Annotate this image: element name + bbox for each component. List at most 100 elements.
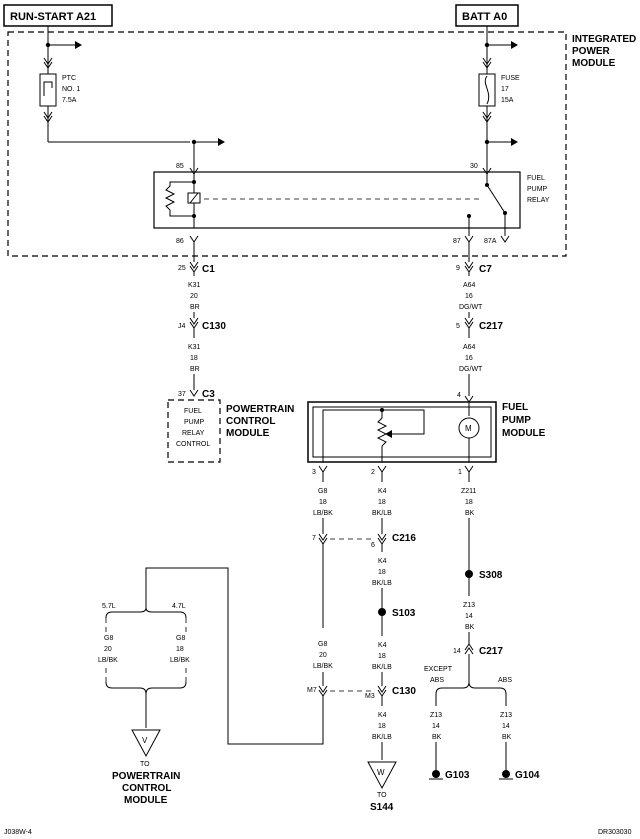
z13b-color: BK: [432, 734, 442, 741]
ground-g104-icon: [502, 770, 510, 778]
k4d-code: K4: [378, 712, 387, 719]
k4c-color: BK/LB: [372, 664, 392, 671]
integrated-power-module-border: [7, 31, 567, 257]
k4b-color: BK/LB: [372, 580, 392, 587]
relay-label-1: FUEL: [527, 175, 545, 182]
k4d-gauge: 18: [378, 723, 386, 730]
ptc-circuit: PTC NO. 1 7.5A: [39, 26, 225, 172]
s308-label: S308: [479, 570, 503, 581]
a64a-color: DG/WT: [459, 304, 483, 311]
k31a-gauge: 20: [190, 293, 198, 300]
c3-name: C3: [202, 389, 215, 400]
z13a-code: Z13: [463, 602, 475, 609]
fuse-label-1: FUSE: [501, 75, 520, 82]
c1-pin: 25: [178, 265, 186, 272]
pcm-relay-control: FUEL PUMP RELAY CONTROL POWERTRAIN CONTR…: [167, 399, 294, 463]
run-start-header: RUN-START A21: [3, 4, 113, 27]
to-pcm-to: TO: [140, 761, 150, 768]
k31b-color: BR: [190, 366, 200, 373]
pcm-label-2: CONTROL: [226, 416, 275, 427]
g8a-code: G8: [318, 488, 327, 495]
g8b-color: LB/BK: [313, 663, 333, 670]
z13c-gauge: 14: [502, 723, 510, 730]
z211-color: BK: [465, 510, 475, 517]
c3-pin: 37: [178, 391, 186, 398]
batt-header: BATT A0: [455, 4, 519, 27]
fpm-pin2: 2: [371, 469, 375, 476]
batt-label: BATT A0: [462, 11, 507, 23]
engine-left-label: 5.7L: [102, 603, 116, 610]
c217-bottom-pin: 14: [453, 648, 461, 655]
k4a-code: K4: [378, 488, 387, 495]
ground-g103-icon: [432, 770, 440, 778]
motor-icon: M: [465, 424, 472, 433]
fuel-pump-relay: 85 30 FUEL PUMP RELAY 86 87 87A: [153, 163, 550, 245]
c216-name: C216: [392, 533, 416, 544]
z211-gauge: 18: [465, 499, 473, 506]
z13b-code: Z13: [430, 712, 442, 719]
k4a-color: BK/LB: [372, 510, 392, 517]
g103-label: G103: [445, 770, 470, 781]
w-terminal: W: [377, 768, 385, 777]
fpm-pin1: 1: [458, 469, 462, 476]
k4c-gauge: 18: [378, 653, 386, 660]
k4c-code: K4: [378, 642, 387, 649]
ptc-label-2: NO. 1: [62, 86, 80, 93]
to-pcm-line1: POWERTRAIN: [112, 771, 180, 782]
abs-label: ABS: [498, 677, 512, 684]
z13a-color: BK: [465, 624, 475, 631]
c130-top-name: C130: [202, 321, 226, 332]
k4d-color: BK/LB: [372, 734, 392, 741]
g8b-code: G8: [318, 641, 327, 648]
pcm-box-line4: CONTROL: [176, 441, 210, 448]
relay-pin-86: 86: [176, 238, 184, 245]
c130-bottom-pin-right: M3: [365, 693, 375, 700]
g8-47-code: G8: [176, 635, 185, 642]
z13b-gauge: 14: [432, 723, 440, 730]
fuse-circuit: FUSE 17 15A: [478, 26, 520, 172]
z13c-color: BK: [502, 734, 512, 741]
relay-pin-85: 85: [176, 163, 184, 170]
k31-circuit: 25 C1 K31 20 BR J4 C130 K31 18 BR 37 C3: [178, 242, 226, 400]
fpm-label-2: PUMP: [502, 415, 531, 426]
g8-57-code: G8: [104, 635, 113, 642]
ipm-label-1: INTEGRATED: [572, 34, 636, 45]
pcm-box-line3: RELAY: [182, 430, 205, 437]
fuel-pump-module: FUEL PUMP MODULE M 3 2 1: [307, 401, 546, 476]
relay-pin-87a: 87A: [484, 238, 497, 245]
c216-pin-left: 7: [312, 535, 316, 542]
relay-label-2: PUMP: [527, 186, 548, 193]
g8a-color: LB/BK: [313, 510, 333, 517]
engine-right-label: 4.7L: [172, 603, 186, 610]
pcm-box-line1: FUEL: [184, 408, 202, 415]
c216-pin-right: 6: [371, 542, 375, 549]
except-abs-line1: EXCEPT: [424, 666, 453, 673]
a64b-gauge: 16: [465, 355, 473, 362]
fuse-label-2: 17: [501, 86, 509, 93]
c7-name: C7: [479, 264, 492, 275]
z13c-code: Z13: [500, 712, 512, 719]
a64-circuit: 9 C7 A64 16 DG/WT 5 C217 A64 16 DG/WT 4: [456, 242, 503, 403]
a64b-code: A64: [463, 344, 476, 351]
fpm-label-3: MODULE: [502, 428, 546, 439]
g8-47-color: LB/BK: [170, 657, 190, 664]
relay-pin-30: 30: [470, 163, 478, 170]
a64a-code: A64: [463, 282, 476, 289]
g8-circuit: G8 18 LB/BK 7 G8 20 LB/BK M7: [145, 472, 374, 745]
c217-top-pin: 5: [456, 323, 460, 330]
c217-bottom-name: C217: [479, 646, 503, 657]
pcm-label-1: POWERTRAIN: [226, 404, 294, 415]
g8-47-gauge: 18: [176, 646, 184, 653]
c130-bottom-pin-left: M7: [307, 687, 317, 694]
to-s144-name: S144: [370, 802, 394, 813]
pcm-label-3: MODULE: [226, 428, 270, 439]
g8a-gauge: 18: [319, 499, 327, 506]
c217-top-name: C217: [479, 321, 503, 332]
k31a-color: BR: [190, 304, 200, 311]
relay-pin-87: 87: [453, 238, 461, 245]
z211-code: Z211: [461, 488, 477, 495]
engine-branch: 5.7L 4.7L G8 20 LB/BK G8 18 LB/BK V TO P…: [98, 603, 190, 806]
relay-label-3: RELAY: [527, 197, 550, 204]
except-abs-line2: ABS: [430, 677, 444, 684]
v-terminal: V: [142, 736, 148, 745]
